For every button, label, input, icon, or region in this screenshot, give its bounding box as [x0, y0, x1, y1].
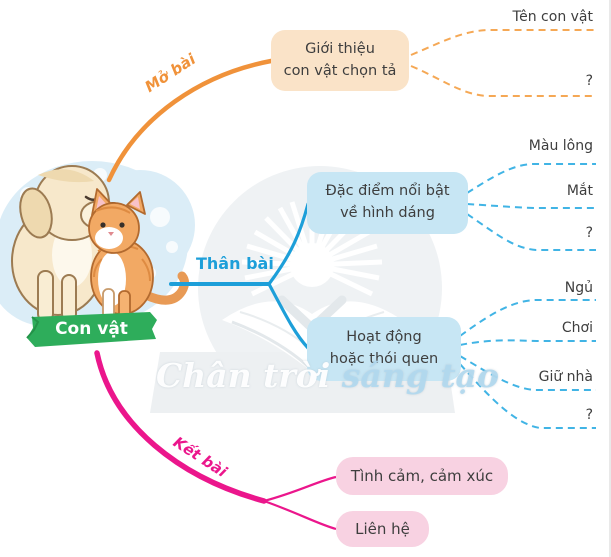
than-bai-fork-up: [267, 202, 310, 286]
node-lien-he-label: Liên hệ: [355, 519, 410, 538]
dog-cat-illustration: [0, 161, 195, 328]
node-dac-diem: Đặc điểm nổi bật về hình dáng: [307, 172, 468, 234]
ket-bai-line: [94, 350, 267, 504]
leaf-thoi-quen-question: ?: [585, 407, 593, 423]
leaf-mat: Mắt: [566, 183, 593, 199]
root-label: Con vật: [55, 319, 128, 339]
node-tinh-cam-label: Tình cảm, cảm xúc: [350, 466, 494, 485]
node-gioi-thieu-line1: Giới thiệu: [305, 40, 375, 57]
leaf-choi: Chơi: [561, 320, 593, 336]
node-dac-diem-line2: về hình dáng: [340, 205, 435, 221]
leaf-ngu: Ngủ: [564, 280, 593, 296]
mo-bai-line: [106, 58, 274, 183]
leaf-mau-long: Màu lông: [528, 138, 593, 154]
leaf-hinh-dang-question: ?: [585, 225, 593, 241]
node-hoat-dong-line1: Hoạt động: [346, 329, 422, 346]
than-bai-fork-down: [267, 282, 310, 350]
node-lien-he: Liên hệ: [336, 511, 429, 547]
node-tinh-cam: Tình cảm, cảm xúc: [336, 457, 508, 495]
node-hoat-dong: Hoạt động hoặc thói quen: [307, 317, 461, 381]
root-node: Con vật: [24, 308, 159, 350]
node-hoat-dong-line2: hoặc thói quen: [329, 351, 439, 367]
brush-stroke-banner: [26, 312, 157, 347]
leaf-ten-con-vat: Tên con vật: [512, 9, 593, 25]
branch-label-than-bai: Thân bài: [196, 254, 274, 273]
ket-bai-fork-down: [263, 499, 337, 531]
node-gioi-thieu: Giới thiệu con vật chọn tả: [271, 30, 409, 91]
ket-bai-fork-up: [263, 475, 337, 503]
node-dac-diem-line1: Đặc điểm nổi bật: [325, 183, 450, 200]
leaf-giu-nha: Giữ nhà: [538, 369, 593, 385]
leaf-mo-bai-question: ?: [585, 73, 593, 89]
node-gioi-thieu-line2: con vật chọn tả: [283, 62, 397, 79]
